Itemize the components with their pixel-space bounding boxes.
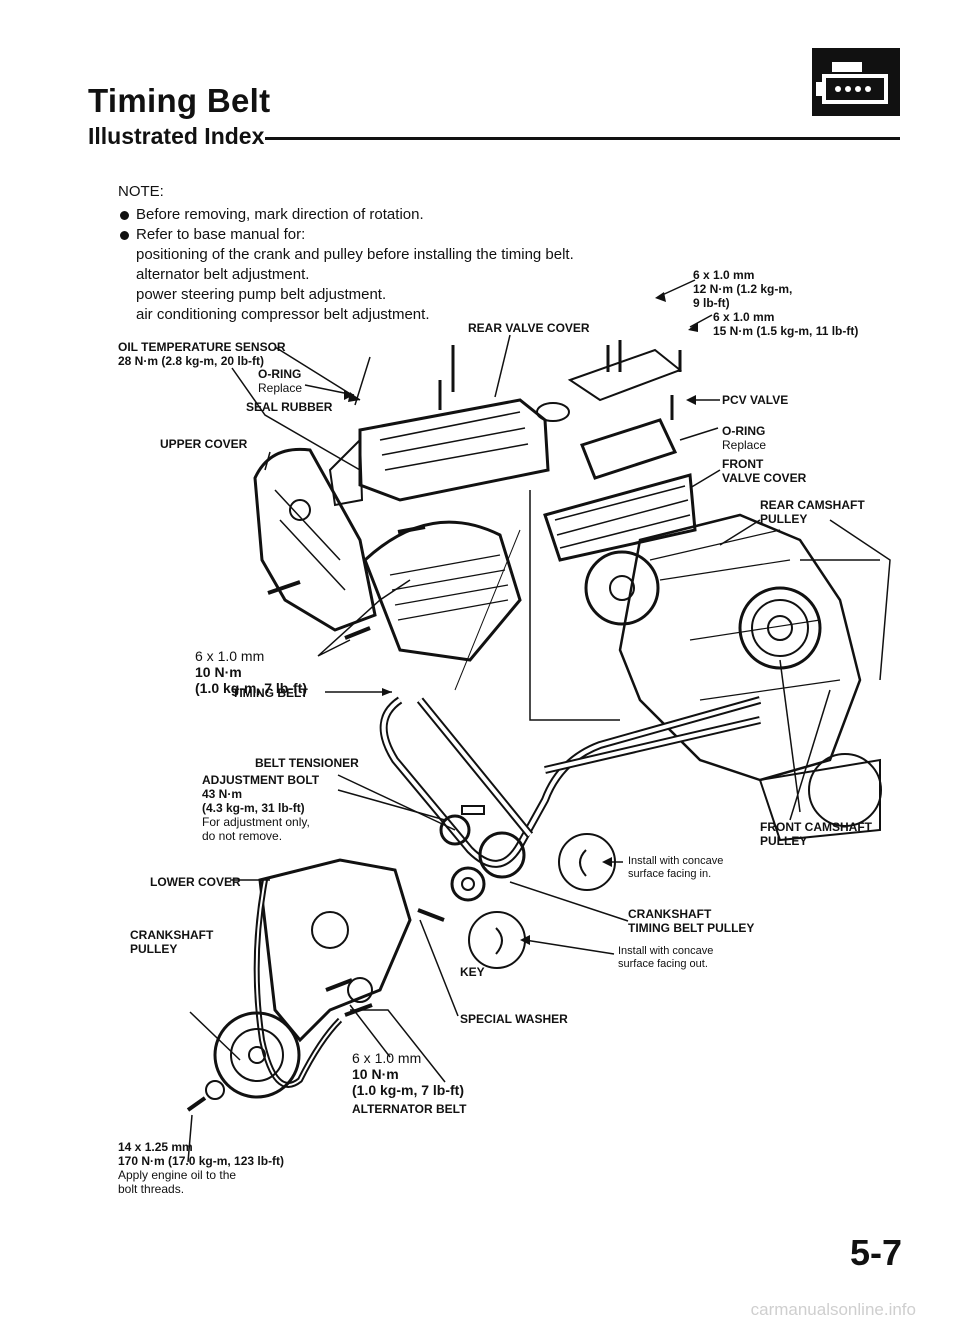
adjustment-bolt-label: ADJUSTMENT BOLT 43 N·m (4.3 kg-m, 31 lb-… [202, 773, 320, 843]
alternator-belt-label: ALTERNATOR BELT [352, 1102, 467, 1116]
page-number: 5-7 [849, 1232, 902, 1273]
crankshaft-timing-belt-pulley-label: CRANKSHAFT TIMING BELT PULLEY [628, 907, 755, 935]
note-bullet: Refer to base manual for: [120, 225, 678, 245]
crankshaft-pulley-label: CRANKSHAFT PULLEY [130, 928, 214, 956]
note-bullet: Before removing, mark direction of rotat… [120, 205, 678, 225]
seal-rubber-label: SEAL RUBBER [246, 400, 333, 414]
concave-in-note: Install with concave surface facing in. [628, 855, 724, 880]
note-heading: NOTE: [118, 183, 164, 200]
front-camshaft-pulley-label: FRONT CAMSHAFT PULLEY [760, 820, 872, 848]
note-sub-item: air conditioning compressor belt adjustm… [136, 306, 430, 323]
crank-bolt-label: 14 x 1.25 mm 170 N·m (17.0 kg-m, 123 lb-… [118, 1140, 285, 1196]
note-sub-item: alternator belt adjustment. [136, 266, 310, 283]
o-ring-left-label: O-RING Replace [258, 367, 303, 395]
lower-cover-label: LOWER COVER [150, 875, 241, 889]
bolt-top2-label: 6 x 1.0 mm 15 N·m (1.5 kg-m, 11 lb-ft) [713, 310, 859, 338]
front-valve-cover-label: FRONT VALVE COVER [722, 457, 807, 485]
o-ring-right-label: O-RING Replace [722, 424, 767, 452]
key-label: KEY [460, 965, 485, 979]
oil-temperature-sensor-label: OIL TEMPERATURE SENSOR 28 N·m (2.8 kg-m,… [118, 340, 286, 368]
page-subtitle: Illustrated Index [88, 123, 265, 149]
title-rule [265, 137, 900, 140]
pcv-valve-label: PCV VALVE [722, 393, 789, 407]
bolt-bottom-label: 6 x 1.0 mm 10 N·m (1.0 kg-m, 7 lb-ft) [352, 1050, 465, 1098]
rear-camshaft-pulley-label: REAR CAMSHAFT PULLEY [760, 498, 865, 526]
special-washer-label: SPECIAL WASHER [460, 1012, 568, 1026]
concave-out-note: Install with concave surface facing out. [618, 945, 714, 970]
rear-valve-cover-label: REAR VALVE COVER [468, 321, 590, 335]
bolt-mid-label: 6 x 1.0 mm 10 N·m (1.0 kg-m, 7 lb-ft) [195, 648, 308, 696]
belt-tensioner-label: BELT TENSIONER [255, 756, 359, 770]
note-block: NOTE: Before removing, mark direction of… [118, 182, 678, 325]
note-sub-item: positioning of the crank and pulley befo… [136, 246, 574, 263]
timing-belt-label: TIMING BELT [232, 686, 308, 700]
page-title: Timing Belt [88, 82, 271, 119]
upper-cover-label: UPPER COVER [160, 437, 248, 451]
note-sub-item: power steering pump belt adjustment. [136, 286, 387, 303]
bolt-top-label: 6 x 1.0 mm 12 N·m (1.2 kg-m, 9 lb-ft) [693, 268, 793, 310]
watermark: carmanualsonline.info [750, 1300, 916, 1319]
